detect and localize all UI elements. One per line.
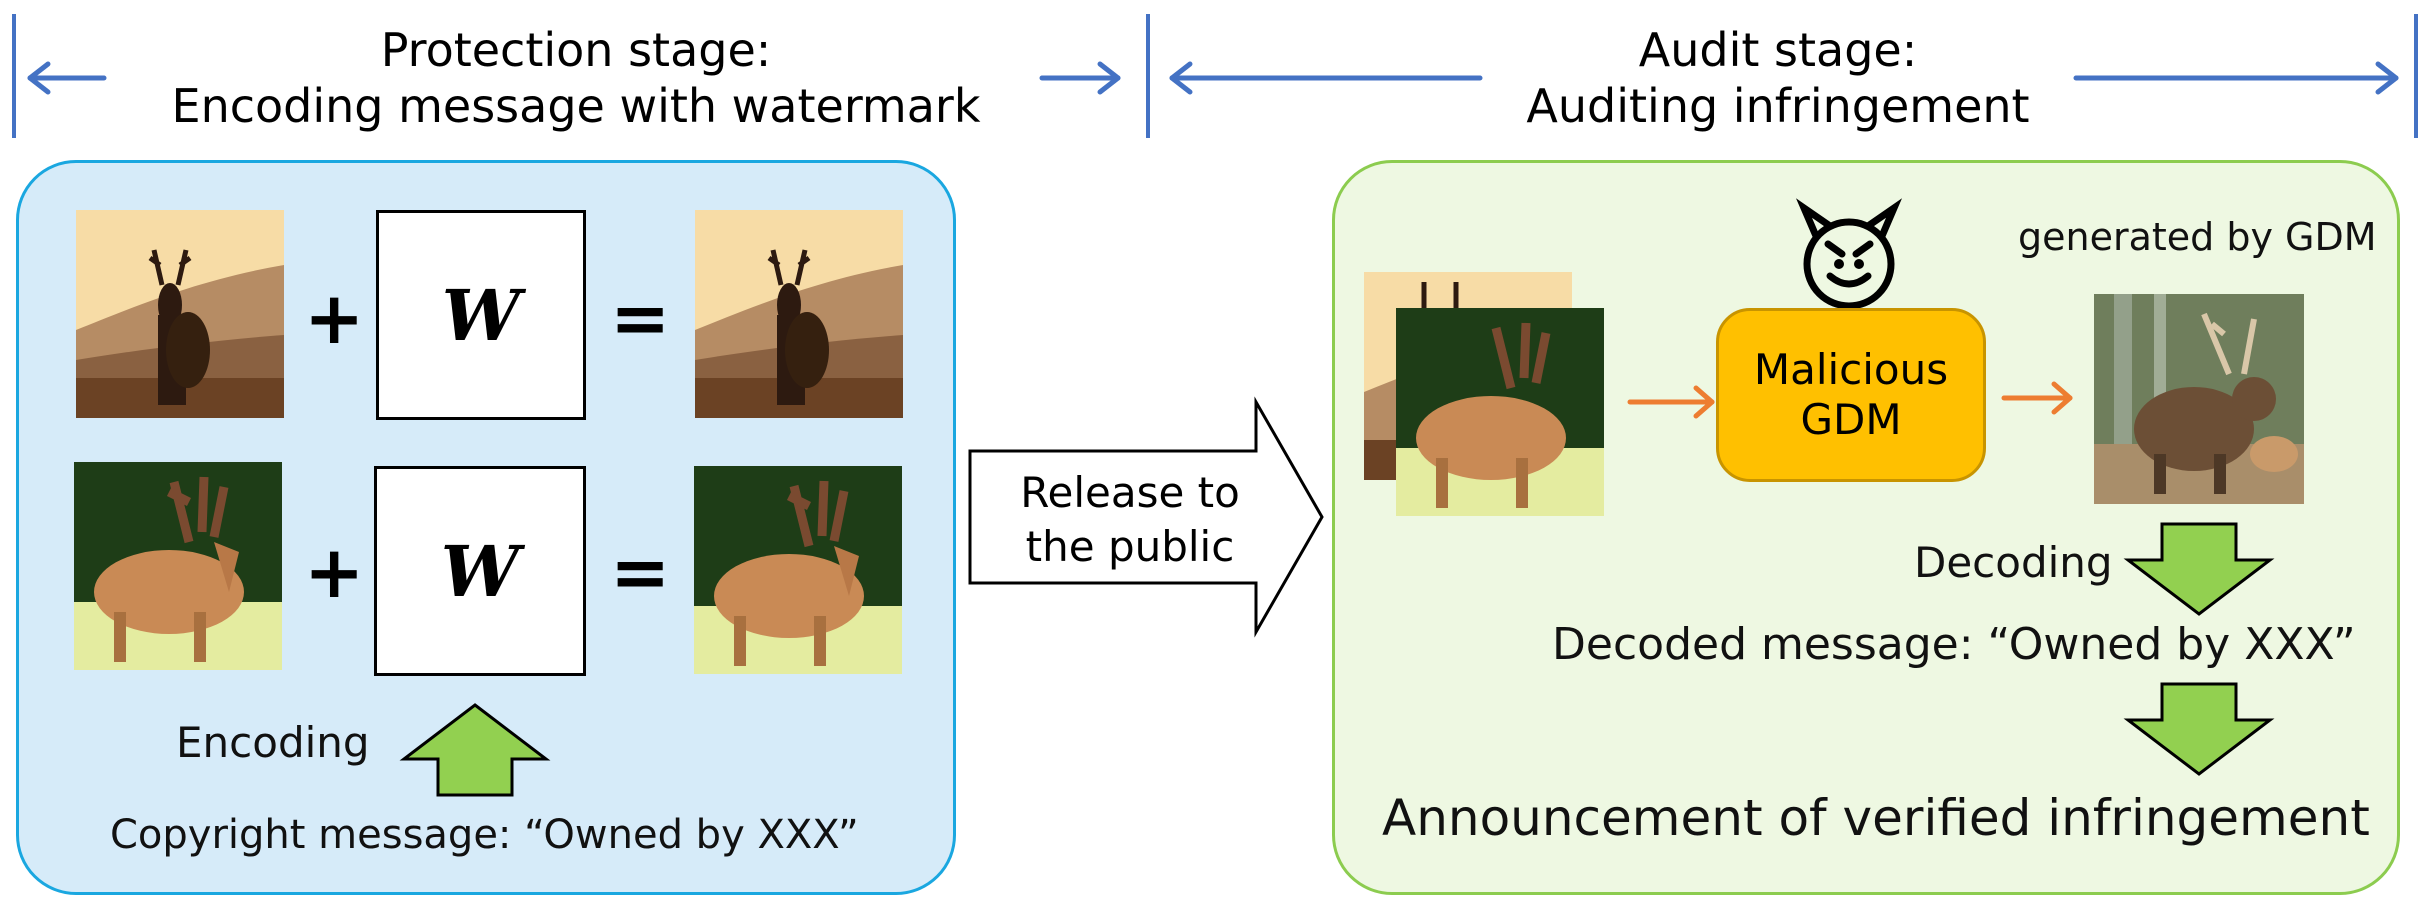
watermark-box: W (374, 466, 586, 676)
red-deer-image (74, 462, 282, 670)
deer-silhouette-image (76, 210, 284, 418)
generated-deer-image (2094, 294, 2304, 504)
copyright-message: Copyright message: “Owned by XXX” (110, 812, 859, 858)
release-to-public-arrow (968, 396, 1324, 638)
encoding-up-arrow-icon (399, 703, 551, 797)
encoding-label: Encoding (176, 718, 370, 767)
watermark-symbol: W (440, 529, 520, 613)
generated-by-gdm-label: generated by GDM (2018, 215, 2377, 259)
announcement-text: Announcement of verified infringement (1382, 789, 2370, 847)
equals-sign: = (610, 530, 671, 614)
decoded-message: Decoded message: “Owned by XXX” (1552, 619, 2356, 670)
watermark-symbol: W (441, 273, 521, 357)
arrow-left-head (27, 61, 51, 95)
arrow-right-head (1097, 61, 1121, 95)
watermarked-red-deer-image (694, 466, 902, 674)
audit-arrow-right-head (2375, 61, 2399, 95)
malicious-gdm-box: Malicious GDM (1716, 308, 1986, 482)
audit-stage-line1: Audit stage: (1638, 23, 1918, 77)
decoding-down-arrow-icon (2123, 522, 2275, 616)
stage-divider-left (12, 14, 16, 138)
decoding-label: Decoding (1914, 538, 2113, 587)
audit-stage-title: Audit stage: Auditing infringement (1480, 22, 2076, 134)
release-label: Release to the public (980, 466, 1280, 574)
verification-down-arrow-icon (2123, 682, 2275, 776)
audit-stage-line2: Auditing infringement (1526, 79, 2030, 133)
input-to-gdm-arrow-icon (1627, 385, 1715, 419)
gdm-line2: GDM (1800, 395, 1902, 444)
plus-sign: + (304, 530, 365, 614)
protection-stage-title: Protection stage: Encoding message with … (110, 22, 1042, 134)
audit-arrow-left-head (1169, 61, 1193, 95)
watermark-box: W (376, 210, 586, 420)
devil-face-icon (1795, 198, 1903, 310)
equals-sign: = (610, 276, 671, 360)
plus-sign: + (304, 276, 365, 360)
protection-stage-span-arrows (27, 61, 2399, 95)
gdm-to-output-arrow-icon (2001, 381, 2073, 415)
watermarked-deer-silhouette-image (695, 210, 903, 418)
stage-divider-middle (1146, 14, 1150, 138)
release-label-line1: Release to (1020, 468, 1240, 517)
release-label-line2: the public (1025, 522, 1235, 571)
protection-stage-line1: Protection stage: (380, 23, 772, 77)
gdm-line1: Malicious (1753, 345, 1949, 394)
protection-stage-line2: Encoding message with watermark (171, 79, 981, 133)
audit-input-red-deer-image (1396, 308, 1604, 516)
stage-divider-right (2414, 14, 2418, 138)
